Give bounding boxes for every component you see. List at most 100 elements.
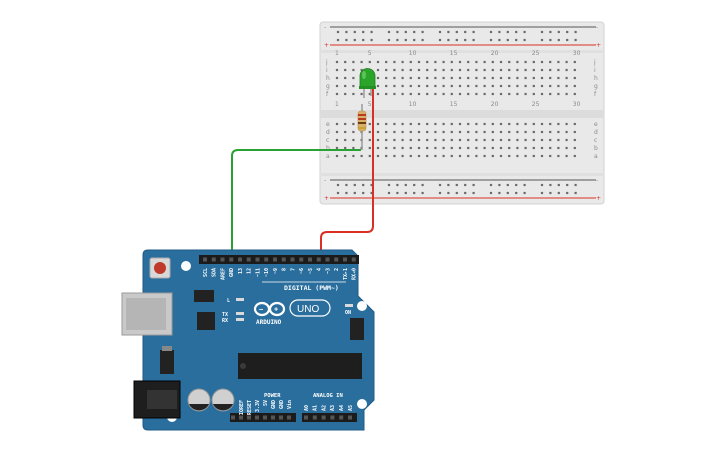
digital-pin-hole[interactable] [246, 257, 251, 262]
terminal-hole[interactable] [417, 60, 421, 64]
rail-hole[interactable] [421, 30, 424, 34]
terminal-hole[interactable] [450, 146, 453, 150]
terminal-hole[interactable] [532, 154, 535, 158]
terminal-hole[interactable] [524, 76, 527, 80]
terminal-hole[interactable] [475, 84, 478, 88]
terminal-hole[interactable] [573, 84, 576, 88]
terminal-hole[interactable] [467, 146, 470, 150]
rail-hole[interactable] [336, 191, 340, 195]
rail-hole[interactable] [336, 38, 340, 42]
rail-hole[interactable] [549, 191, 552, 195]
terminal-hole[interactable] [499, 154, 503, 158]
rail-hole[interactable] [421, 191, 424, 195]
terminal-hole[interactable] [557, 84, 560, 88]
rail-hole[interactable] [455, 30, 458, 34]
rail-hole[interactable] [404, 191, 407, 195]
rail-hole[interactable] [387, 191, 391, 195]
rail-hole[interactable] [498, 183, 501, 187]
rail-hole[interactable] [370, 191, 373, 195]
analog-pin-hole[interactable] [312, 415, 317, 420]
terminal-hole[interactable] [524, 122, 527, 126]
rail-hole[interactable] [404, 38, 407, 42]
terminal-hole[interactable] [508, 92, 511, 96]
digital-pin-hole[interactable] [316, 257, 321, 262]
terminal-hole[interactable] [458, 60, 462, 64]
terminal-hole[interactable] [557, 154, 560, 158]
terminal-hole[interactable] [434, 146, 437, 150]
terminal-hole[interactable] [409, 76, 412, 80]
terminal-hole[interactable] [442, 68, 445, 72]
power-pin-hole[interactable] [271, 415, 275, 420]
rail-hole[interactable] [421, 183, 424, 187]
analog-pin-hole[interactable] [321, 415, 326, 420]
terminal-hole[interactable] [409, 154, 412, 158]
terminal-hole[interactable] [508, 68, 511, 72]
terminal-hole[interactable] [467, 122, 470, 126]
digital-pin-hole[interactable] [203, 257, 207, 262]
rail-hole[interactable] [396, 183, 399, 187]
rail-hole[interactable] [413, 38, 416, 42]
terminal-hole[interactable] [417, 138, 421, 142]
terminal-hole[interactable] [573, 138, 576, 142]
rail-hole[interactable] [345, 30, 348, 34]
terminal-hole[interactable] [335, 130, 339, 134]
terminal-hole[interactable] [434, 76, 437, 80]
terminal-hole[interactable] [368, 146, 371, 150]
terminal-hole[interactable] [565, 122, 568, 126]
digital-pin-hole[interactable] [281, 257, 286, 262]
terminal-hole[interactable] [426, 122, 429, 126]
terminal-hole[interactable] [524, 138, 527, 142]
terminal-hole[interactable] [565, 60, 568, 64]
terminal-hole[interactable] [573, 92, 576, 96]
terminal-hole[interactable] [557, 138, 560, 142]
terminal-hole[interactable] [524, 154, 527, 158]
rail-hole[interactable] [506, 38, 509, 42]
rail-hole[interactable] [515, 183, 518, 187]
rail-hole[interactable] [362, 191, 365, 195]
terminal-hole[interactable] [565, 130, 568, 134]
terminal-hole[interactable] [344, 154, 347, 158]
terminal-hole[interactable] [467, 154, 470, 158]
rail-hole[interactable] [574, 38, 577, 42]
terminal-hole[interactable] [540, 138, 544, 142]
digital-pin-hole[interactable] [273, 257, 277, 262]
rail-hole[interactable] [515, 191, 518, 195]
rail-hole[interactable] [336, 183, 340, 187]
terminal-hole[interactable] [385, 68, 388, 72]
terminal-hole[interactable] [344, 138, 347, 142]
terminal-hole[interactable] [549, 154, 552, 158]
rail-hole[interactable] [506, 191, 509, 195]
terminal-hole[interactable] [360, 154, 363, 158]
terminal-hole[interactable] [532, 84, 535, 88]
terminal-hole[interactable] [376, 154, 380, 158]
rail-hole[interactable] [574, 191, 577, 195]
terminal-hole[interactable] [450, 154, 453, 158]
terminal-hole[interactable] [483, 92, 486, 96]
rail-hole[interactable] [498, 191, 501, 195]
terminal-hole[interactable] [385, 84, 388, 88]
terminal-hole[interactable] [573, 68, 576, 72]
terminal-hole[interactable] [540, 76, 544, 80]
rail-hole[interactable] [557, 191, 560, 195]
terminal-hole[interactable] [532, 68, 535, 72]
rail-hole[interactable] [574, 183, 577, 187]
digital-pin-hole[interactable] [238, 257, 242, 262]
terminal-hole[interactable] [516, 60, 519, 64]
terminal-hole[interactable] [417, 84, 421, 88]
rail-hole[interactable] [464, 38, 467, 42]
rail-hole[interactable] [447, 30, 450, 34]
terminal-hole[interactable] [352, 146, 355, 150]
terminal-hole[interactable] [491, 154, 494, 158]
rail-hole[interactable] [370, 30, 373, 34]
terminal-hole[interactable] [516, 76, 519, 80]
terminal-hole[interactable] [499, 76, 503, 80]
terminal-hole[interactable] [499, 84, 503, 88]
terminal-hole[interactable] [376, 146, 380, 150]
rail-hole[interactable] [540, 183, 544, 187]
terminal-hole[interactable] [450, 68, 453, 72]
terminal-hole[interactable] [344, 60, 347, 64]
terminal-hole[interactable] [409, 130, 412, 134]
rail-hole[interactable] [549, 183, 552, 187]
rail-hole[interactable] [515, 38, 518, 42]
terminal-hole[interactable] [458, 154, 462, 158]
